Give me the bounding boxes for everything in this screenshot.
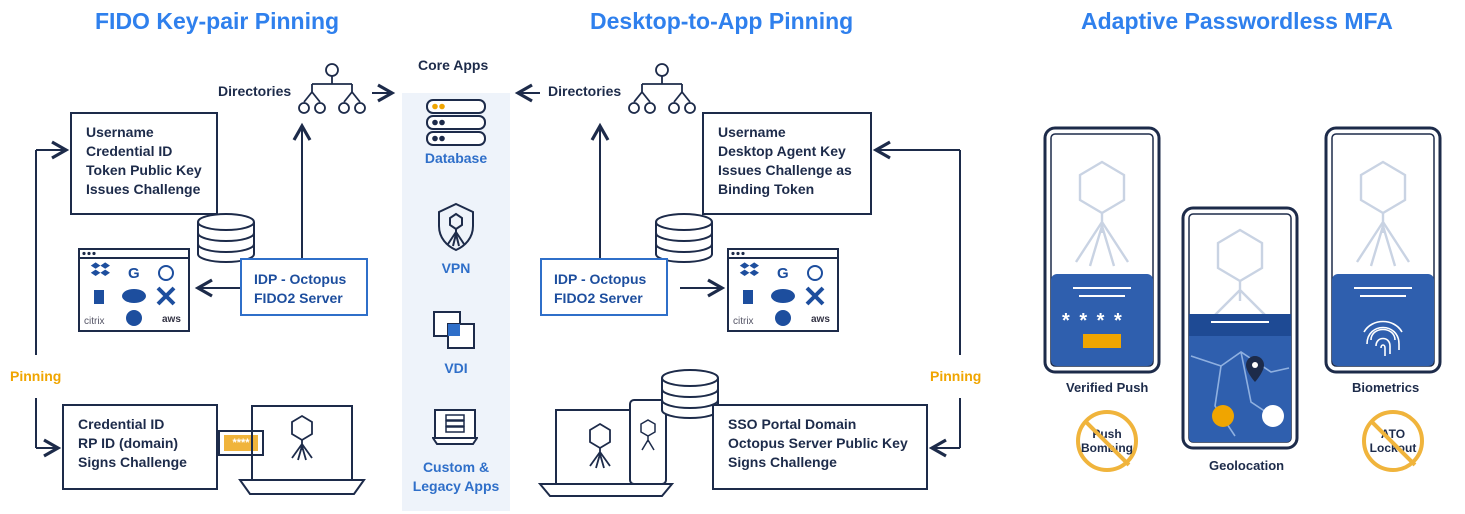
credential-line: Token Public Key xyxy=(86,162,202,178)
credential-line: Issues Challenge xyxy=(86,181,201,197)
title-adaptive-mfa: Adaptive Passwordless MFA xyxy=(1081,8,1393,34)
key-code: **** xyxy=(224,435,258,451)
core-label-database: Database xyxy=(424,150,488,166)
core-apps-heading: Core Apps xyxy=(418,57,489,73)
sign-line: Credential ID xyxy=(78,416,165,432)
svg-text:citrix: citrix xyxy=(84,316,105,327)
sign-box-left: Credential ID RP ID (domain) Signs Chall… xyxy=(62,404,218,490)
biometrics-label: Biometrics xyxy=(1352,380,1420,395)
directories-label-right: Directories xyxy=(548,83,622,99)
idp-line: FIDO2 Server xyxy=(554,290,643,306)
verified-push-phone xyxy=(1043,126,1161,374)
svg-text:aws: aws xyxy=(162,314,181,325)
vpn-shield-icon xyxy=(438,202,474,252)
credential-line: Username xyxy=(718,124,786,140)
idp-line: IDP - Octopus xyxy=(554,271,647,287)
custom-line: Legacy Apps xyxy=(412,478,500,494)
biometrics-phone xyxy=(1324,126,1442,374)
laptop-phone-icon xyxy=(538,369,719,497)
ban-line: Lockout xyxy=(1369,441,1417,455)
apps-window: G citrix aws xyxy=(727,248,839,332)
idp-server-box-right: IDP - Octopus FIDO2 Server xyxy=(540,258,668,316)
title-fido-pinning: FIDO Key-pair Pinning xyxy=(95,8,340,34)
credential-line: Credential ID xyxy=(86,143,173,159)
svg-text:citrix: citrix xyxy=(733,316,754,327)
legacy-app-icon xyxy=(432,409,478,445)
core-label-custom: Custom & Legacy Apps xyxy=(402,458,510,496)
security-key-icon: **** xyxy=(218,430,264,456)
pinning-label-right: Pinning xyxy=(930,368,982,384)
verified-push-label: Verified Push xyxy=(1066,380,1149,395)
idp-server-box-left: IDP - Octopus FIDO2 Server xyxy=(240,258,368,316)
directory-tree-icon xyxy=(628,63,696,114)
geolocation-phone xyxy=(1181,206,1299,450)
database-icon xyxy=(197,213,255,263)
credential-line: Desktop Agent Key xyxy=(718,143,846,159)
credential-box-left: Username Credential ID Token Public Key … xyxy=(70,112,218,215)
pinning-label-left: Pinning xyxy=(10,368,62,384)
sign-line: RP ID (domain) xyxy=(78,435,179,451)
credential-line: Binding Token xyxy=(718,181,815,197)
custom-line: Custom & xyxy=(422,459,490,475)
core-label-vdi: VDI xyxy=(444,360,468,376)
fingerprint-icon xyxy=(1363,320,1403,356)
svg-text:aws: aws xyxy=(811,314,830,325)
ban-text: Push Bombing xyxy=(1081,427,1133,455)
ban-text: ATO Lockout xyxy=(1370,427,1417,455)
geolocation-label: Geolocation xyxy=(1209,458,1285,473)
credential-box-right: Username Desktop Agent Key Issues Challe… xyxy=(702,112,872,215)
sign-line: Octopus Server Public Key xyxy=(728,435,908,451)
directories-label-left: Directories xyxy=(218,83,292,99)
sign-box-right: SSO Portal Domain Octopus Server Public … xyxy=(712,404,928,490)
sign-line: Signs Challenge xyxy=(78,454,187,470)
database-icon xyxy=(655,213,713,263)
sign-line: SSO Portal Domain xyxy=(728,416,857,432)
laptop-icon xyxy=(238,405,366,495)
no-push-bombing-icon: Push Bombing xyxy=(1076,410,1138,472)
credential-line: Username xyxy=(86,124,154,140)
svg-text:G: G xyxy=(128,265,140,282)
ban-line: ATO xyxy=(1380,427,1406,441)
push-code-dots: * * * * xyxy=(1062,310,1124,332)
no-ato-lockout-icon: ATO Lockout xyxy=(1362,410,1424,472)
core-label-vpn: VPN xyxy=(441,260,471,276)
idp-line: IDP - Octopus xyxy=(254,271,347,287)
apps-window: G citrix aws xyxy=(78,248,190,332)
title-desktop-pinning: Desktop-to-App Pinning xyxy=(590,8,854,34)
svg-text:G: G xyxy=(777,265,789,282)
directory-tree-icon xyxy=(298,63,366,114)
credential-line: Issues Challenge as xyxy=(718,162,852,178)
vdi-windows-icon xyxy=(433,311,475,349)
ban-line: Bombing xyxy=(1081,441,1133,455)
ban-line: Push xyxy=(1092,427,1122,441)
idp-line: FIDO2 Server xyxy=(254,290,343,306)
sign-line: Signs Challenge xyxy=(728,454,837,470)
database-server-icon xyxy=(426,99,486,146)
